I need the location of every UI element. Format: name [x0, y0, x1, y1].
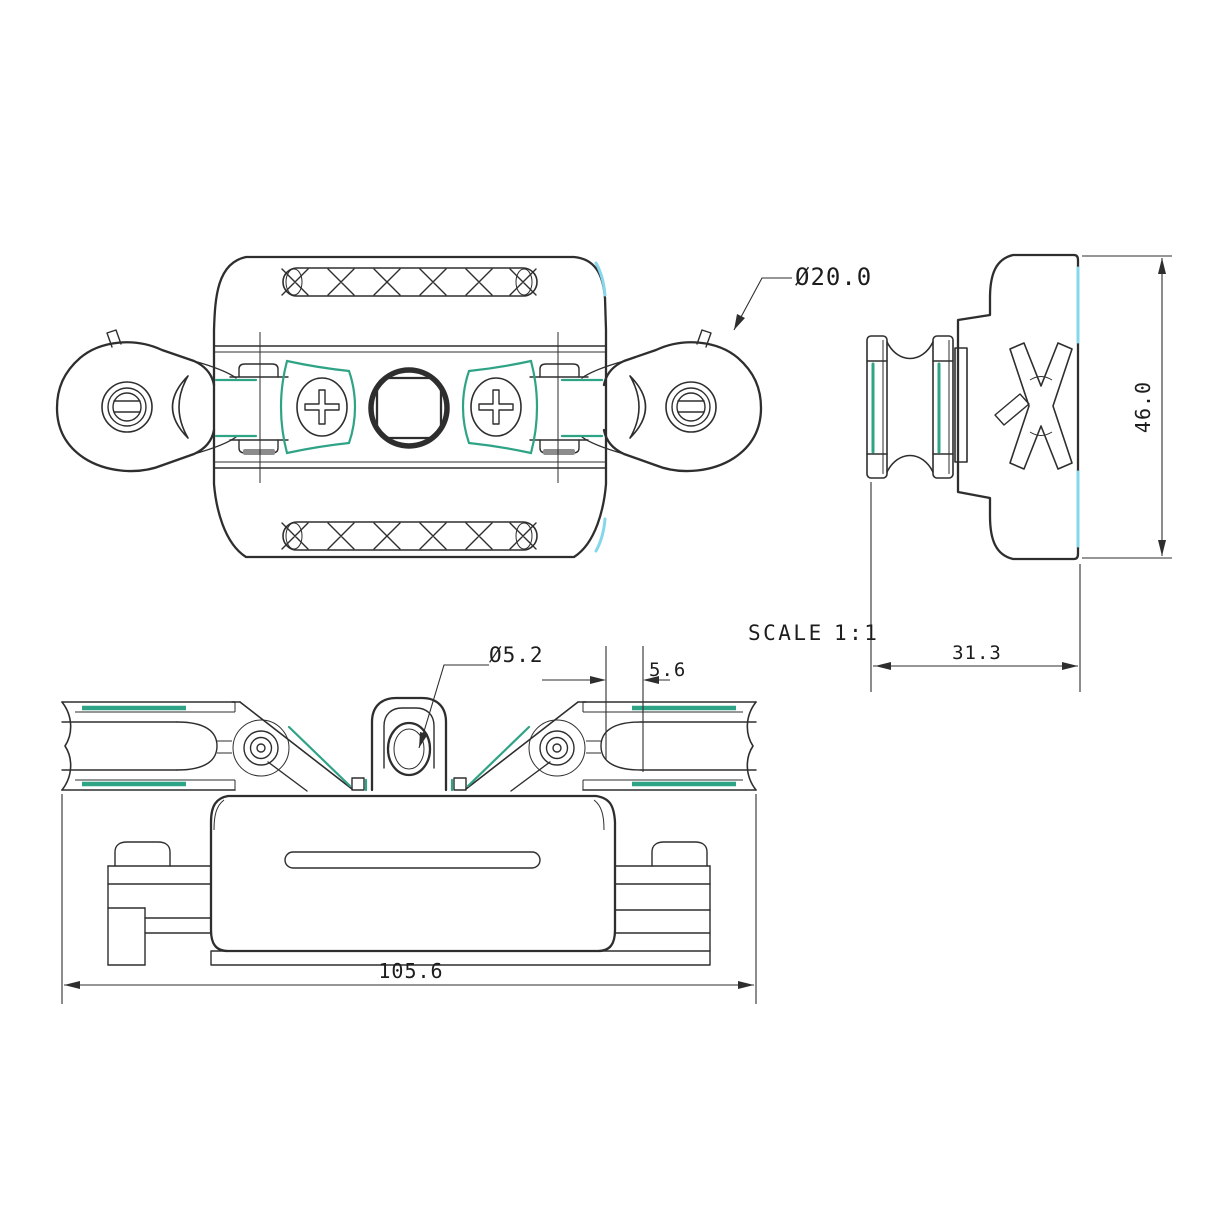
swing-arm-accent [287, 725, 352, 788]
dimension-label-lug-hole: Ø5.2 [489, 643, 544, 667]
corner-accent-bottom-right [594, 517, 607, 553]
front-body-outline [209, 794, 617, 953]
top-view-left-assembly [55, 329, 357, 483]
center-lug [351, 696, 467, 792]
retainer-plate [279, 359, 357, 455]
lug-hole [386, 721, 432, 777]
grip-slot-capsule-bottom [281, 521, 538, 551]
spool-concave-edge [61, 701, 72, 791]
dimension-label-side-width: 31.3 [952, 642, 1002, 664]
top-view-body-outline [212, 255, 608, 559]
clamp-tab-bottom [229, 439, 289, 455]
right-bracket [614, 841, 711, 952]
dim-lug-hole: Ø5.2 [418, 643, 544, 749]
grip-slot-capsule [281, 267, 538, 297]
dim-overall-length: 105.6 [61, 794, 757, 1004]
swing-arm-edge [239, 701, 353, 790]
x-cutout-arcs [1029, 376, 1053, 436]
front-view-right-spool [466, 702, 756, 791]
arm-neck-bottom [193, 436, 237, 455]
x-cutout [1009, 342, 1073, 470]
left-bracket [107, 841, 212, 966]
spool-capsule-end [176, 721, 218, 771]
front-body [209, 794, 711, 966]
dimensions: Ø20.0 46.0 31.3 SCALE 1:1 [61, 255, 1172, 1004]
scale-label: SCALE [748, 621, 824, 645]
dimension-label-side-height: 46.0 [1131, 381, 1155, 433]
eyelet-tab [106, 329, 122, 348]
phillips-screw [296, 377, 348, 437]
sheave-profile [866, 335, 954, 479]
dimension-label-sheave-offset: 5.6 [649, 659, 686, 681]
scale-note: SCALE 1:1 [748, 621, 879, 645]
dim-side-width: 31.3 [870, 482, 1081, 692]
eyelet-outline [55, 341, 216, 473]
body-slot [284, 851, 541, 869]
dim-eye-diameter: Ø20.0 [733, 263, 872, 331]
pivot-pin [232, 719, 290, 777]
top-view [55, 255, 763, 559]
dimension-label-overall-length: 105.6 [378, 959, 443, 983]
x-cutout-tab [994, 393, 1030, 426]
eyelet-bolt [101, 381, 153, 433]
center-square-hole [375, 376, 443, 440]
scale-value: 1:1 [834, 621, 879, 645]
dimension-label-eye-diameter: Ø20.0 [795, 263, 872, 291]
corner-accent-top-right [594, 261, 607, 297]
front-view [61, 696, 756, 966]
dim-side-height: 46.0 [1082, 255, 1172, 559]
side-body-outline [956, 253, 1080, 561]
dim-sheave-offset: 5.6 [542, 646, 686, 772]
top-view-right-assembly [461, 328, 763, 485]
side-view [866, 253, 1080, 561]
center-boss-ring [368, 367, 450, 449]
clamp-tab-top [229, 363, 289, 378]
bottom-plate [210, 950, 711, 966]
front-view-left-spool [61, 701, 353, 792]
side-plate [954, 347, 968, 463]
crescent-cutout [171, 375, 189, 439]
belt-band-lines [213, 345, 607, 469]
